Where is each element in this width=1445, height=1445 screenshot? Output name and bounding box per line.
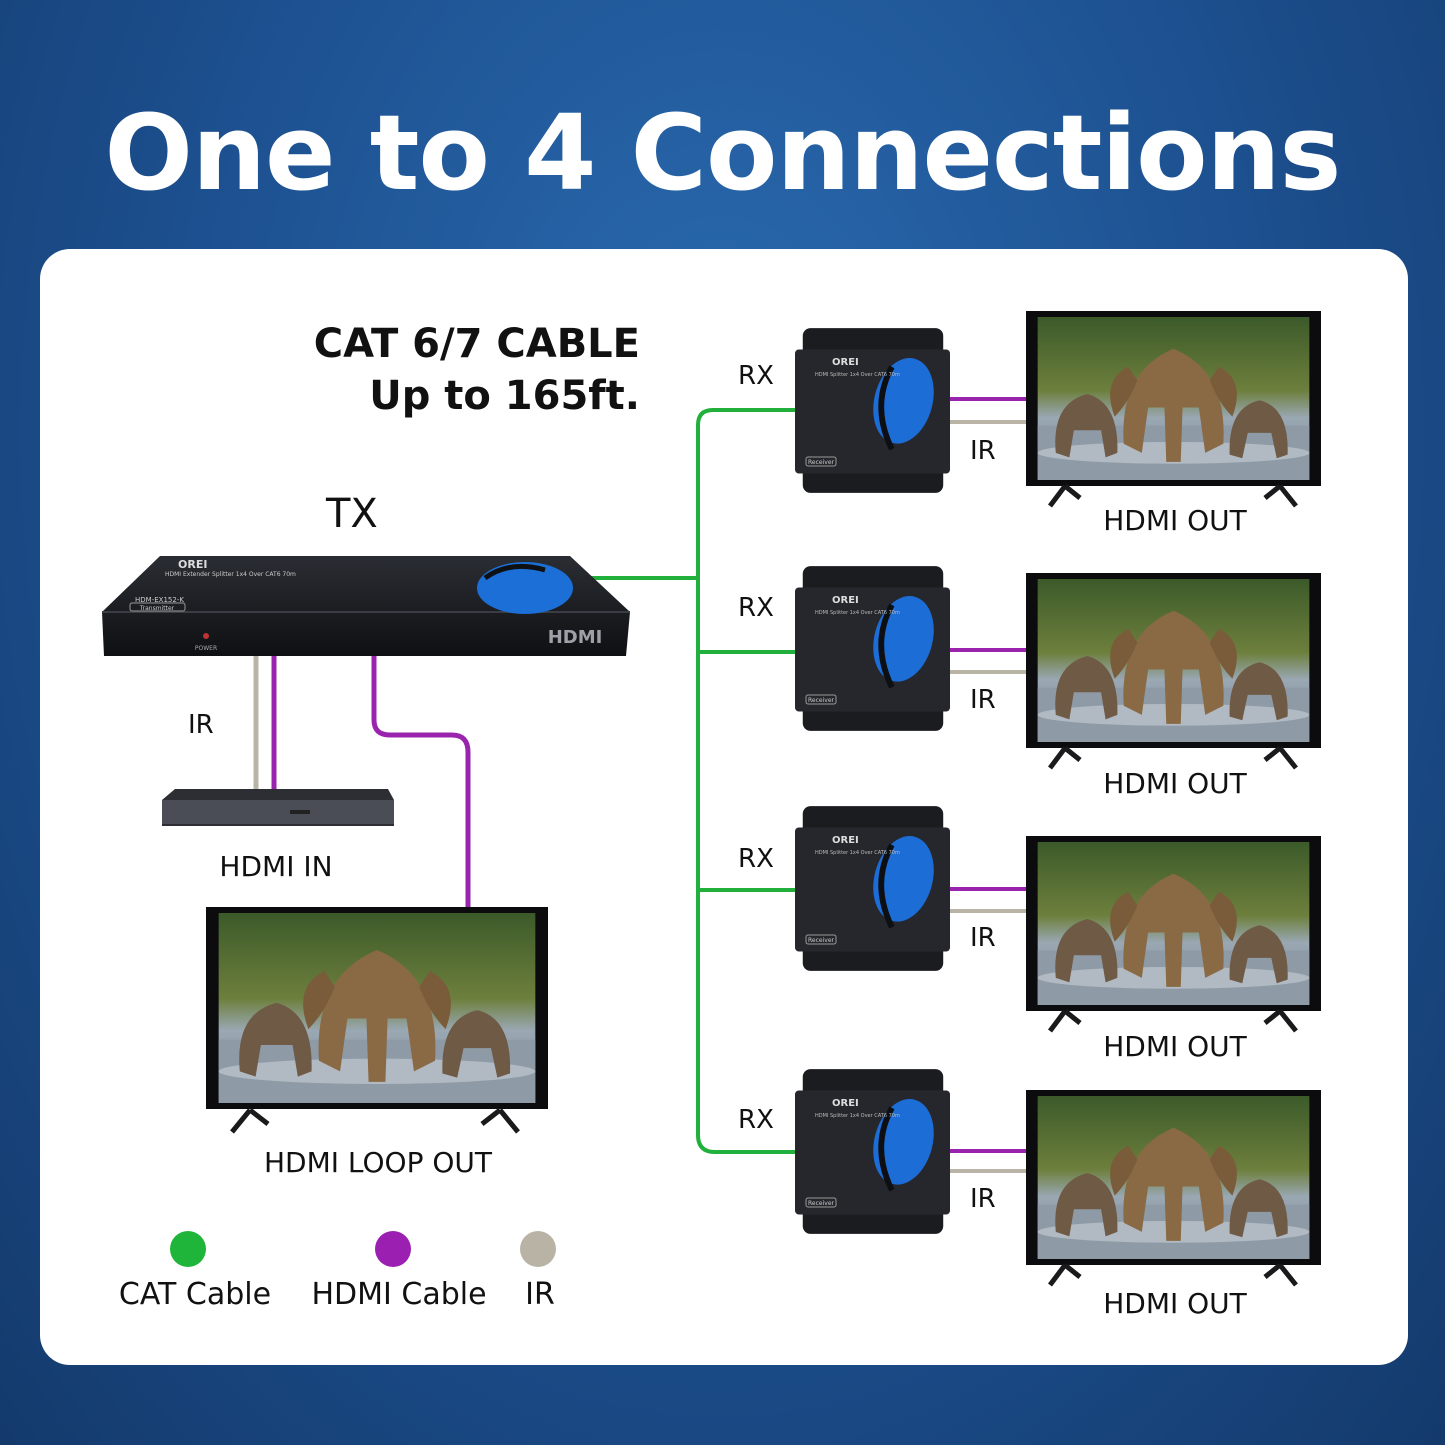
rx-device-text: HDMI Splitter 1x4 Over CAT6 70m	[815, 850, 900, 856]
rx-device-text: HDMI Splitter 1x4 Over CAT6 70m	[815, 1113, 900, 1119]
rx-label: RX	[738, 844, 774, 874]
legend-label: IR	[525, 1277, 555, 1312]
legend: CAT Cable HDMI Cable IR	[119, 1231, 556, 1312]
rx-brand: OREI	[832, 595, 859, 606]
rx-device	[795, 1069, 950, 1234]
rx-label: RX	[738, 1105, 774, 1135]
cable-lines	[253, 397, 1027, 1173]
hdmi-out-label: HDMI OUT	[1103, 1287, 1247, 1320]
ir-label-rx: IR	[970, 1184, 996, 1214]
cable-note-line1: CAT 6/7 CABLE	[313, 321, 640, 367]
hdmi-in-label: HDMI IN	[219, 850, 332, 883]
cable-note-line2: Up to 165ft.	[369, 373, 640, 419]
ir-label-rx: IR	[970, 436, 996, 466]
rx-brand: OREI	[832, 835, 859, 846]
power-led	[203, 633, 209, 639]
ir-label-source: IR	[188, 710, 214, 740]
rx-brand: OREI	[832, 1098, 859, 1109]
hdmi-loop-out-label: HDMI LOOP OUT	[264, 1146, 493, 1179]
tx-model: HDM-EX152-K	[135, 596, 184, 604]
cable-note: CAT 6/7 CABLE Up to 165ft.	[240, 318, 640, 422]
legend-swatch	[520, 1231, 556, 1267]
tx-label: TX	[325, 491, 378, 537]
ir-label-rx: IR	[970, 923, 996, 953]
rx-role-tag: Receiver	[808, 1200, 834, 1207]
tv-3	[1026, 836, 1321, 1033]
tx-power-label: POWER	[195, 645, 217, 652]
rx-role-tag: Receiver	[808, 937, 834, 944]
hdmi-cable-loop	[371, 656, 471, 908]
tx-logo-mark	[477, 562, 573, 614]
legend-label: HDMI Cable	[311, 1277, 486, 1312]
page-title: One to 4 Connections	[104, 92, 1342, 214]
receiver-4: OREI HDMI Splitter 1x4 Over CAT6 70mRecei…	[795, 1069, 950, 1234]
receiver-1: OREI HDMI Splitter 1x4 Over CAT6 70mRecei…	[795, 328, 950, 493]
diagram-labels: RX IR HDMI OUT RX IR HDMI OUT RX IR HDMI OUT RX IR…	[188, 361, 1248, 1320]
legend-swatch	[170, 1231, 206, 1267]
hdmi-out-label: HDMI OUT	[1103, 504, 1247, 537]
rx-device	[795, 328, 950, 493]
rx-label: RX	[738, 361, 774, 391]
tx-device-text: HDMI Extender Splitter 1x4 Over CAT6 70m	[165, 571, 296, 578]
tv-2	[1026, 573, 1321, 770]
rx-device-text: HDMI Splitter 1x4 Over CAT6 70m	[815, 372, 900, 378]
hdmi-out-label: HDMI OUT	[1103, 1030, 1247, 1063]
source-player	[162, 789, 394, 826]
rx-device-text: HDMI Splitter 1x4 Over CAT6 70m	[815, 610, 900, 616]
rx-device	[795, 806, 950, 971]
tx-role-tag: Transmitter	[139, 605, 175, 612]
tx-hdmi-logo: HDMI	[548, 627, 603, 648]
rx-device	[795, 566, 950, 731]
tx-brand: OREI	[178, 558, 207, 571]
rx-brand: OREI	[832, 357, 859, 368]
rx-role-tag: Receiver	[808, 697, 834, 704]
ir-label-rx: IR	[970, 685, 996, 715]
receiver-3: OREI HDMI Splitter 1x4 Over CAT6 70mRecei…	[795, 806, 950, 971]
legend-swatch	[375, 1231, 411, 1267]
hdmi-out-label: HDMI OUT	[1103, 767, 1247, 800]
tv-1	[1026, 311, 1321, 508]
rx-label: RX	[738, 593, 774, 623]
legend-label: CAT Cable	[119, 1277, 271, 1312]
tv-4	[1026, 1090, 1321, 1287]
receiver-2: OREI HDMI Splitter 1x4 Over CAT6 70mRecei…	[795, 566, 950, 731]
cat-cable-bus	[696, 408, 800, 1154]
rx-role-tag: Receiver	[808, 459, 834, 466]
loop-out-tv	[206, 907, 548, 1134]
